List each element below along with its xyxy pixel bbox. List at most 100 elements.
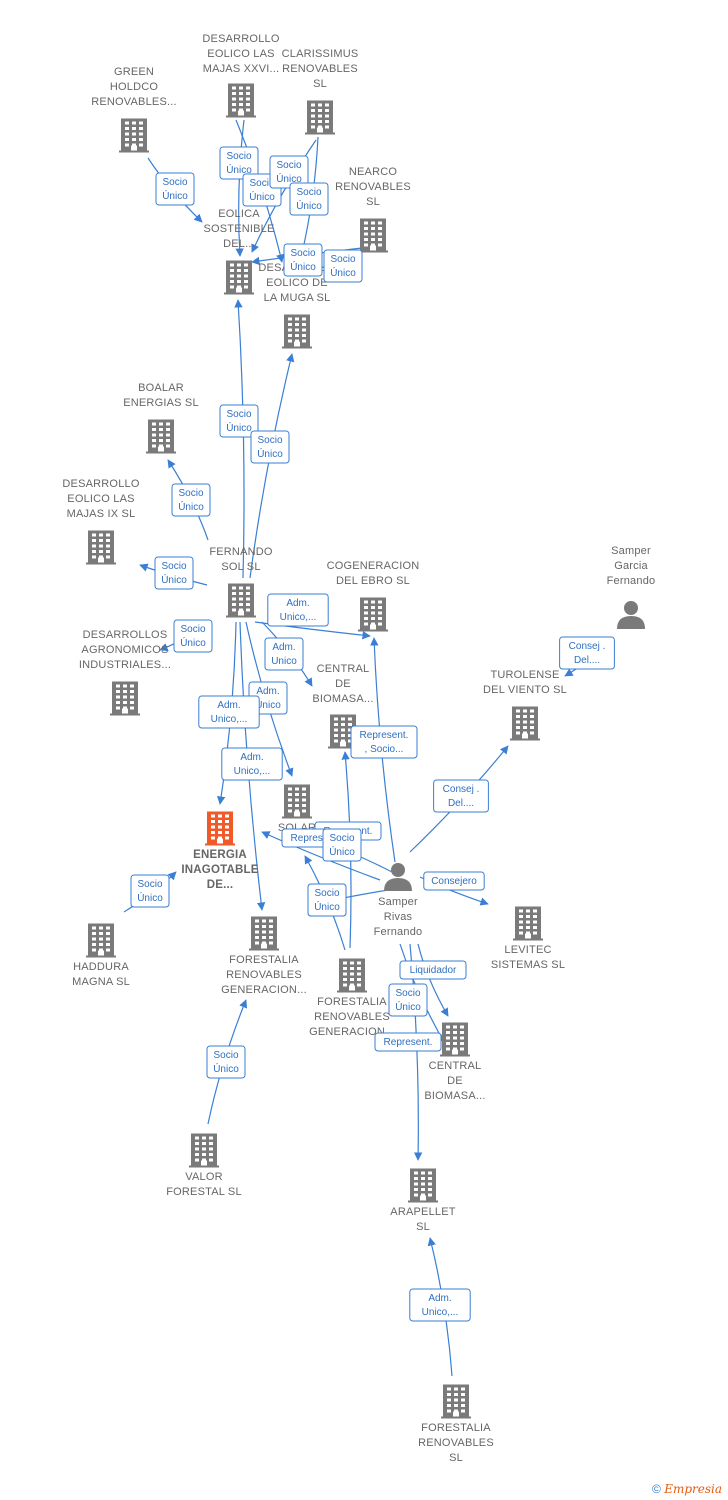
building-window bbox=[159, 428, 163, 431]
building-window bbox=[225, 820, 229, 823]
edge-label-samperr-centralbio2[interactable]: Liquidador bbox=[399, 960, 467, 980]
edge-label-samperr-turolense[interactable]: Consej .Del.... bbox=[433, 779, 489, 813]
edge-label-text: Único bbox=[178, 500, 204, 513]
node-label-line: CLARISSIMUS bbox=[282, 48, 359, 60]
edge-label-text: Único bbox=[395, 1000, 421, 1013]
edge-label-samperr-cogeneracion[interactable]: Represent., Socio... bbox=[350, 725, 418, 759]
edge-label-text: Unico,... bbox=[234, 766, 271, 777]
node-forestalia1[interactable]: FORESTALIARENOVABLESGENERACION... bbox=[221, 916, 307, 997]
node-eolicasost[interactable]: EOLICASOSTENIBLEDEL... bbox=[203, 208, 274, 295]
node-centralbio1[interactable]: CENTRALDEBIOMASA... bbox=[312, 663, 373, 749]
edge-label-samperr-levitec[interactable]: Consejero bbox=[423, 871, 485, 891]
edge-label-box bbox=[374, 1032, 442, 1052]
building-door bbox=[349, 985, 355, 992]
brand-logo-text[interactable]: Empresia bbox=[664, 1482, 722, 1496]
node-centralbio2[interactable]: CENTRALDEBIOMASA... bbox=[424, 1022, 485, 1103]
building-window bbox=[421, 1182, 425, 1186]
building-window bbox=[106, 550, 110, 553]
edge-label-text: Socio bbox=[162, 177, 187, 188]
node-energia[interactable]: ENERGIAINAGOTABLEDE... bbox=[181, 811, 259, 892]
building-door bbox=[370, 245, 376, 252]
node-forestalia2[interactable]: FORESTALIARENOVABLESGENERACION... bbox=[309, 958, 395, 1039]
node-label-line: SL bbox=[366, 196, 380, 208]
building-window bbox=[255, 936, 259, 939]
person-body bbox=[617, 616, 645, 629]
building-window bbox=[311, 120, 315, 123]
building-window bbox=[378, 238, 382, 241]
building-window bbox=[519, 915, 523, 918]
building-door bbox=[294, 811, 300, 818]
building-window bbox=[453, 1031, 457, 1034]
node-agronomicos[interactable]: DESARROLLOSAGRONOMICOSINDUSTRIALES... bbox=[79, 629, 171, 716]
building-window bbox=[446, 1047, 450, 1051]
node-label-line: EOLICO LAS bbox=[67, 493, 134, 505]
building-window bbox=[237, 263, 241, 267]
node-green[interactable]: GREENHOLDCORENOVABLES... bbox=[91, 66, 177, 153]
building-base bbox=[328, 746, 358, 749]
building-window bbox=[152, 433, 156, 437]
edge-label-samperr-centralbio2[interactable]: Represent. bbox=[374, 1032, 442, 1052]
node-label-line: DESARROLLOS bbox=[83, 629, 168, 641]
building-window bbox=[237, 274, 241, 278]
edge-label-box bbox=[155, 172, 195, 206]
building-window bbox=[334, 728, 338, 732]
building-window bbox=[526, 920, 530, 924]
node-label-line: AGRONOMICOS bbox=[81, 644, 168, 656]
building-door bbox=[201, 1160, 207, 1167]
edge-label-box bbox=[307, 883, 347, 917]
edge-label-fernandosol-centralbio1[interactable]: Adm.Unico bbox=[264, 637, 304, 671]
building-window bbox=[123, 684, 127, 688]
building-window bbox=[414, 1182, 418, 1186]
building-window bbox=[106, 533, 110, 537]
building-window bbox=[311, 125, 315, 129]
node-label-line: MAGNA SL bbox=[72, 976, 130, 988]
building-window bbox=[350, 983, 354, 987]
edge-label-fernandosol-cogeneracion[interactable]: Adm.Unico,... bbox=[267, 593, 329, 627]
building-window bbox=[523, 709, 527, 713]
building-window bbox=[364, 622, 368, 626]
edge-label-samperg-turolense[interactable]: Consej .Del.... bbox=[559, 636, 615, 670]
edge-label-fernandosol-energia[interactable]: Adm.Unico,... bbox=[198, 695, 260, 729]
edge-label-forestaliasl-arapellet[interactable]: Adm.Unico,... bbox=[409, 1288, 471, 1322]
edge-label-fernandosol-forestalia1[interactable]: Adm.Unico,... bbox=[221, 747, 283, 781]
building-window bbox=[302, 317, 306, 321]
building-window bbox=[211, 820, 215, 823]
node-label-line: DE... bbox=[207, 879, 234, 891]
node-label-line: DESARROLLO bbox=[202, 33, 279, 45]
edge-label-text: Liquidador bbox=[410, 965, 457, 976]
edge-label-box bbox=[323, 249, 363, 283]
building-window bbox=[132, 121, 136, 125]
